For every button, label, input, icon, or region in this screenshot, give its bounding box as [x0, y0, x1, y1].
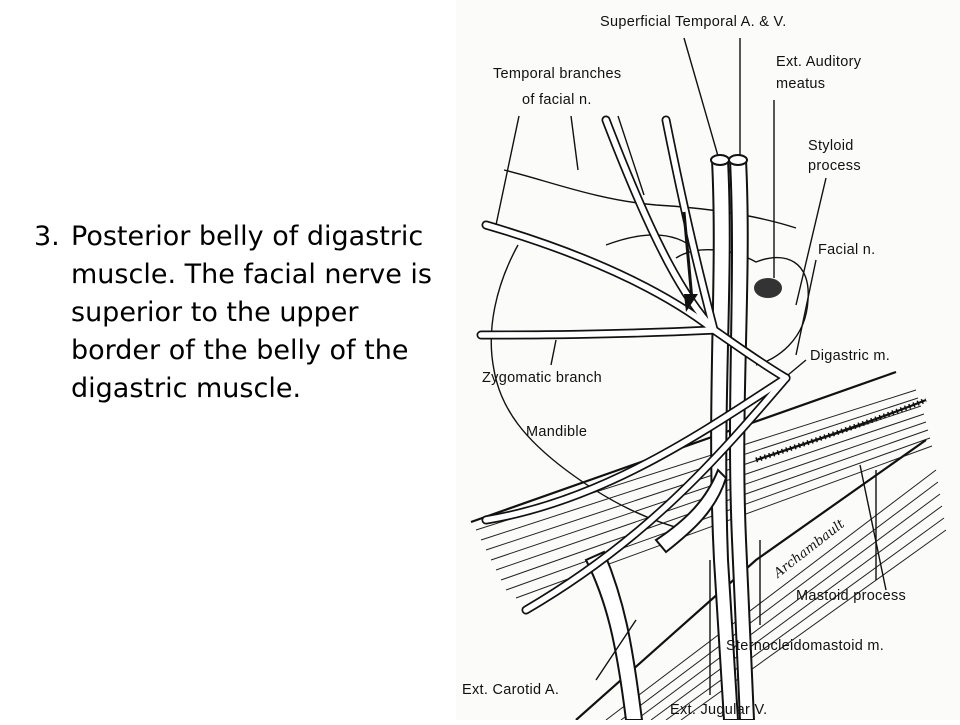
slide-body-text: Posterior belly of digastric muscle. The… [71, 218, 444, 408]
label-superficial-temporal: Superficial Temporal A. & V. [600, 14, 787, 30]
anatomy-illustration: Archambault Superficial Temporal A. & V.… [456, 0, 960, 720]
slide-text-block: 3. Posterior belly of digastric muscle. … [34, 218, 444, 408]
label-ext-auditory-line2: meatus [776, 76, 825, 92]
anatomy-figure: Archambault Superficial Temporal A. & V.… [456, 0, 960, 720]
label-temporal-branches-line2: of facial n. [522, 92, 592, 108]
label-facial-nerve: Facial n. [818, 242, 876, 258]
label-zygomatic-branch: Zygomatic branch [482, 370, 602, 386]
label-styloid-line2: process [808, 158, 861, 174]
label-sternocleidomastoid: Sternocleidomastoid m. [726, 638, 884, 654]
label-digastric: Digastric m. [810, 348, 890, 364]
label-ext-carotid: Ext. Carotid A. [462, 682, 559, 698]
label-mastoid-process: Mastoid process [796, 588, 906, 604]
label-mandible: Mandible [526, 424, 587, 440]
label-ext-auditory-line1: Ext. Auditory [776, 54, 862, 70]
label-ext-jugular: Ext. Jugular V. [670, 702, 767, 718]
list-number: 3. [34, 218, 60, 256]
auditory-meatus [754, 278, 782, 298]
label-temporal-branches-line1: Temporal branches [493, 66, 621, 82]
label-styloid-line1: Styloid [808, 138, 854, 154]
